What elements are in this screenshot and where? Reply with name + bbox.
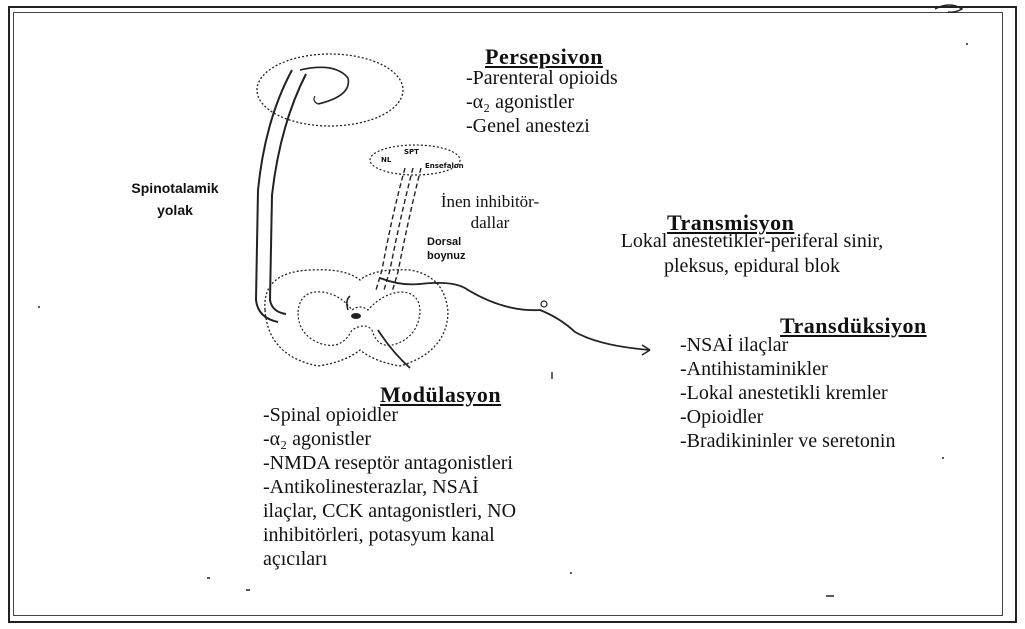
corner-scribble: [935, 5, 962, 12]
transmission-line1: Lokal anestetikler-periferal sinir,: [542, 229, 962, 254]
perception-item: -Genel anestezi: [466, 114, 618, 138]
perception-item: -Parenteral opioids: [466, 66, 618, 90]
transduction-item: -NSAİ ilaçlar: [680, 333, 896, 357]
gray-matter: [298, 292, 420, 346]
transduction-item: -Lokal anestetikli kremler: [680, 381, 896, 405]
descending-path-1: [376, 168, 405, 290]
spinothalamic-tract-outer: [256, 70, 292, 322]
transduction-item: -Antihistaminikler: [680, 357, 896, 381]
modulation-list: -Spinal opioidler -α₂ agonistler -NMDA r…: [263, 403, 516, 571]
spinothalamic-label-line1: Spinotalamik: [115, 177, 235, 199]
dorsal-horn-label: Dorsal boynuz: [427, 235, 466, 263]
transduction-item: -Bradikininler ve seretonin: [680, 429, 896, 453]
modulation-item: açıcıları: [263, 547, 516, 571]
spinothalamic-label-line2: yolak: [115, 199, 235, 221]
dorsal-horn-curve: [347, 296, 350, 310]
modulation-item: -Spinal opioidler: [263, 403, 516, 427]
dorsal-horn-label-line1: Dorsal: [427, 235, 466, 249]
modulation-item: -NMDA reseptör antagonistleri: [263, 451, 516, 475]
transduction-item: -Opioidler: [680, 405, 896, 429]
descending-label: İnen inhibitör- dallar: [425, 191, 555, 233]
perception-item: -α₂ agonistler: [466, 90, 618, 114]
nucleus-label-2: SPT: [404, 148, 419, 156]
receptor-marker: [541, 301, 547, 307]
brain-outline: [257, 54, 403, 126]
nucleus-label: NL: [381, 156, 391, 164]
modulation-item: -Antikolinesterazlar, NSAİ: [263, 475, 516, 499]
modulation-item: ilaçlar, CCK antagonistleri, NO: [263, 499, 516, 523]
ensefalon-label: Ensefalon: [425, 162, 464, 170]
dorsal-horn-label-line2: boynuz: [427, 249, 466, 263]
descending-path-3: [392, 168, 421, 292]
thalamic-loop: [300, 67, 348, 104]
descending-label-line1: İnen inhibitör-: [425, 191, 555, 212]
perception-list: -Parenteral opioids -α₂ agonistler -Gene…: [466, 66, 618, 138]
transmission-line2: pleksus, epidural blok: [542, 254, 962, 279]
afferent-fiber: [378, 330, 410, 368]
transmission-text: Lokal anestetikler-periferal sinir, plek…: [542, 229, 962, 279]
spinothalamic-label: Spinotalamik yolak: [115, 177, 235, 221]
transduction-list: -NSAİ ilaçlar -Antihistaminikler -Lokal …: [680, 333, 896, 453]
central-canal: [351, 313, 361, 319]
descending-label-line2: dallar: [425, 212, 555, 233]
modulation-item: -α₂ agonistler: [263, 427, 516, 451]
modulation-item: inhibitörleri, potasyum kanal: [263, 523, 516, 547]
peripheral-nerve: [380, 278, 650, 350]
